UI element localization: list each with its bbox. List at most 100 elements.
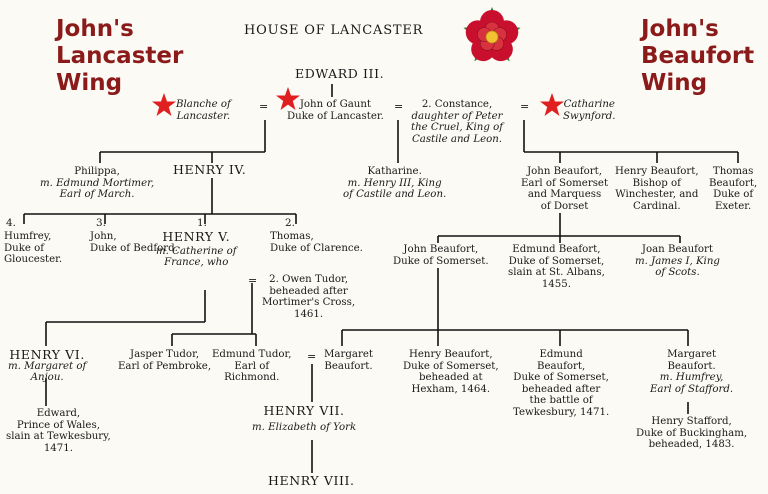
- person-henry-iv: HENRY IV.: [173, 164, 246, 176]
- person-line: m. Humfrey,: [659, 372, 724, 383]
- person-line: Henry Beaufort,: [615, 166, 699, 177]
- wing-label-line: John's: [641, 16, 719, 42]
- person-line: 2. Constance,: [421, 99, 493, 110]
- person-line: Humfrey,: [4, 231, 52, 242]
- person-john-beaufort-earl: John Beaufort, Earl of Somerset and Marq…: [521, 166, 608, 212]
- person-philippa: Philippa, m. Edmund Mortimer, Earl of Ma…: [40, 166, 154, 201]
- marriage-symbol: =: [248, 274, 258, 287]
- person-line: beheaded, 1483.: [648, 439, 735, 450]
- person-line: and Marquess: [527, 189, 602, 200]
- person-line: slain at Tewkesbury,: [6, 431, 111, 442]
- birth-order-number: 3.: [96, 217, 106, 229]
- person-line: beheaded after: [269, 285, 348, 297]
- person-line: Mortimer's Cross,: [262, 297, 356, 308]
- wing-label-line: Beaufort: [641, 43, 755, 69]
- wing-label-line: John's: [56, 16, 134, 42]
- person-line: Catharine: [563, 99, 615, 110]
- person-jasper-tudor: Jasper Tudor, Earl of Pembroke,: [118, 349, 211, 372]
- person-line: Swynford.: [563, 110, 616, 122]
- person-name: HENRY IV.: [173, 162, 247, 177]
- person-line: Duke of Somerset,: [513, 372, 609, 383]
- person-edmund-beaufort-st-albans: Edmund Beafort, Duke of Somerset, slain …: [508, 244, 605, 290]
- person-edward-prince-of-wales: Edward, Prince of Wales, slain at Tewkes…: [6, 408, 111, 454]
- person-name: HENRY VI.: [9, 347, 85, 362]
- person-name: EDWARD III.: [295, 66, 385, 81]
- person-henry-vi: HENRY VI. m. Margaret of Anjou.: [8, 349, 86, 384]
- person-humfrey: Humfrey, Duke of Gloucester.: [4, 231, 62, 266]
- person-edmund-tudor: Edmund Tudor, Earl of Richmond.: [212, 349, 292, 384]
- person-line: John of Gaunt: [299, 99, 371, 110]
- person-henry-stafford: Henry Stafford, Duke of Buckingham, behe…: [636, 416, 747, 451]
- person-line: 1461.: [293, 308, 324, 320]
- person-line: Beaufort.: [324, 360, 373, 372]
- person-line: slain at St. Albans,: [508, 267, 605, 278]
- person-line: m. Catherine of: [156, 245, 237, 257]
- person-john-of-gaunt: John of Gaunt Duke of Lancaster.: [287, 99, 384, 122]
- star-icon: [540, 93, 564, 116]
- person-line: m. Edmund Mortimer,: [40, 177, 155, 189]
- person-line: Katharine.: [367, 166, 422, 177]
- person-line: Margaret: [667, 349, 717, 360]
- wing-label-line: Wing: [641, 70, 708, 96]
- beaufort-wing-label: John's Beaufort Wing: [641, 16, 754, 97]
- person-line: Margaret: [324, 349, 373, 360]
- person-katharine: Katharine. m. Henry III, King of Castile…: [343, 166, 446, 201]
- person-line: Beaufort,: [536, 360, 586, 372]
- person-line: 1471.: [43, 442, 73, 454]
- person-line: Duke of Clarence.: [270, 242, 363, 254]
- person-line: Castile and Leon.: [411, 133, 503, 145]
- person-owen-tudor: 2. Owen Tudor, beheaded after Mortimer's…: [262, 274, 355, 320]
- person-henry-beaufort-bishop: Henry Beaufort, Bishop of Winchester, an…: [615, 166, 699, 212]
- lancaster-wing-label: John's Lancaster Wing: [56, 16, 183, 97]
- person-henry-vii: HENRY VII. m. Elizabeth of York: [252, 405, 356, 433]
- person-line: Edmund: [539, 349, 583, 360]
- person-line: of Scots.: [655, 267, 700, 278]
- person-line: Duke of Somerset,: [403, 360, 499, 372]
- person-line: Thomas: [712, 166, 754, 177]
- person-line: Earl of March.: [59, 189, 135, 200]
- person-line: Duke of: [713, 189, 754, 200]
- diagram-title: HOUSE OF LANCASTER: [244, 23, 424, 38]
- tudor-rose-icon: [463, 7, 521, 62]
- person-line: Lancaster.: [176, 110, 231, 122]
- person-line: Earl of Somerset: [521, 177, 609, 189]
- person-line: Tewkesbury, 1471.: [513, 406, 610, 418]
- person-blanche: Blanche of Lancaster.: [176, 99, 231, 122]
- person-line: Henry Beaufort,: [408, 349, 493, 360]
- person-line: Blanche of: [176, 99, 231, 110]
- person-line: Henry Stafford,: [651, 416, 732, 427]
- person-thomas-clarence: Thomas, Duke of Clarence.: [270, 231, 363, 254]
- person-line: Exeter.: [714, 200, 752, 212]
- person-line: France, who: [164, 257, 229, 268]
- person-line: of Castile and Leon.: [343, 189, 447, 200]
- person-line: Anjou.: [30, 372, 64, 383]
- person-line: Beaufort,: [709, 177, 758, 189]
- person-line: Earl of: [234, 360, 270, 372]
- person-margaret-beaufort-stafford: Margaret Beaufort. m. Humfrey, Earl of S…: [650, 349, 733, 395]
- person-line: John,: [90, 231, 117, 242]
- person-line: Duke of Lancaster.: [287, 110, 384, 122]
- person-line: the battle of: [529, 395, 593, 406]
- birth-order-number: 2.: [285, 217, 295, 229]
- person-line: Duke of: [4, 242, 45, 254]
- person-line: Gloucester.: [4, 254, 63, 265]
- person-line: 1455.: [541, 278, 571, 290]
- person-henry-viii: HENRY VIII.: [268, 475, 355, 487]
- person-name: HENRY VII.: [263, 403, 345, 418]
- person-catharine-swynford: Catharine Swynford.: [563, 99, 616, 122]
- person-line: Edmund Beafort,: [512, 244, 601, 255]
- star-icon: [152, 93, 176, 116]
- person-name: HENRY V.: [162, 229, 231, 244]
- person-edward-iii: EDWARD III.: [295, 68, 384, 80]
- person-line: Thomas,: [270, 231, 314, 242]
- person-line: Cardinal.: [632, 200, 681, 212]
- person-line: Edmund Tudor,: [212, 349, 292, 360]
- person-line: John Beaufort,: [403, 244, 479, 255]
- person-line: Duke of Somerset,: [508, 255, 605, 267]
- person-line: John Beaufort,: [527, 166, 602, 177]
- person-line: Winchester, and: [615, 189, 699, 200]
- person-line: beheaded after: [521, 383, 601, 395]
- person-line: daughter of Peter: [411, 110, 503, 122]
- person-joan-beaufort: Joan Beaufort m. James I, King of Scots.: [635, 244, 720, 279]
- birth-order-number: 1.: [197, 217, 207, 229]
